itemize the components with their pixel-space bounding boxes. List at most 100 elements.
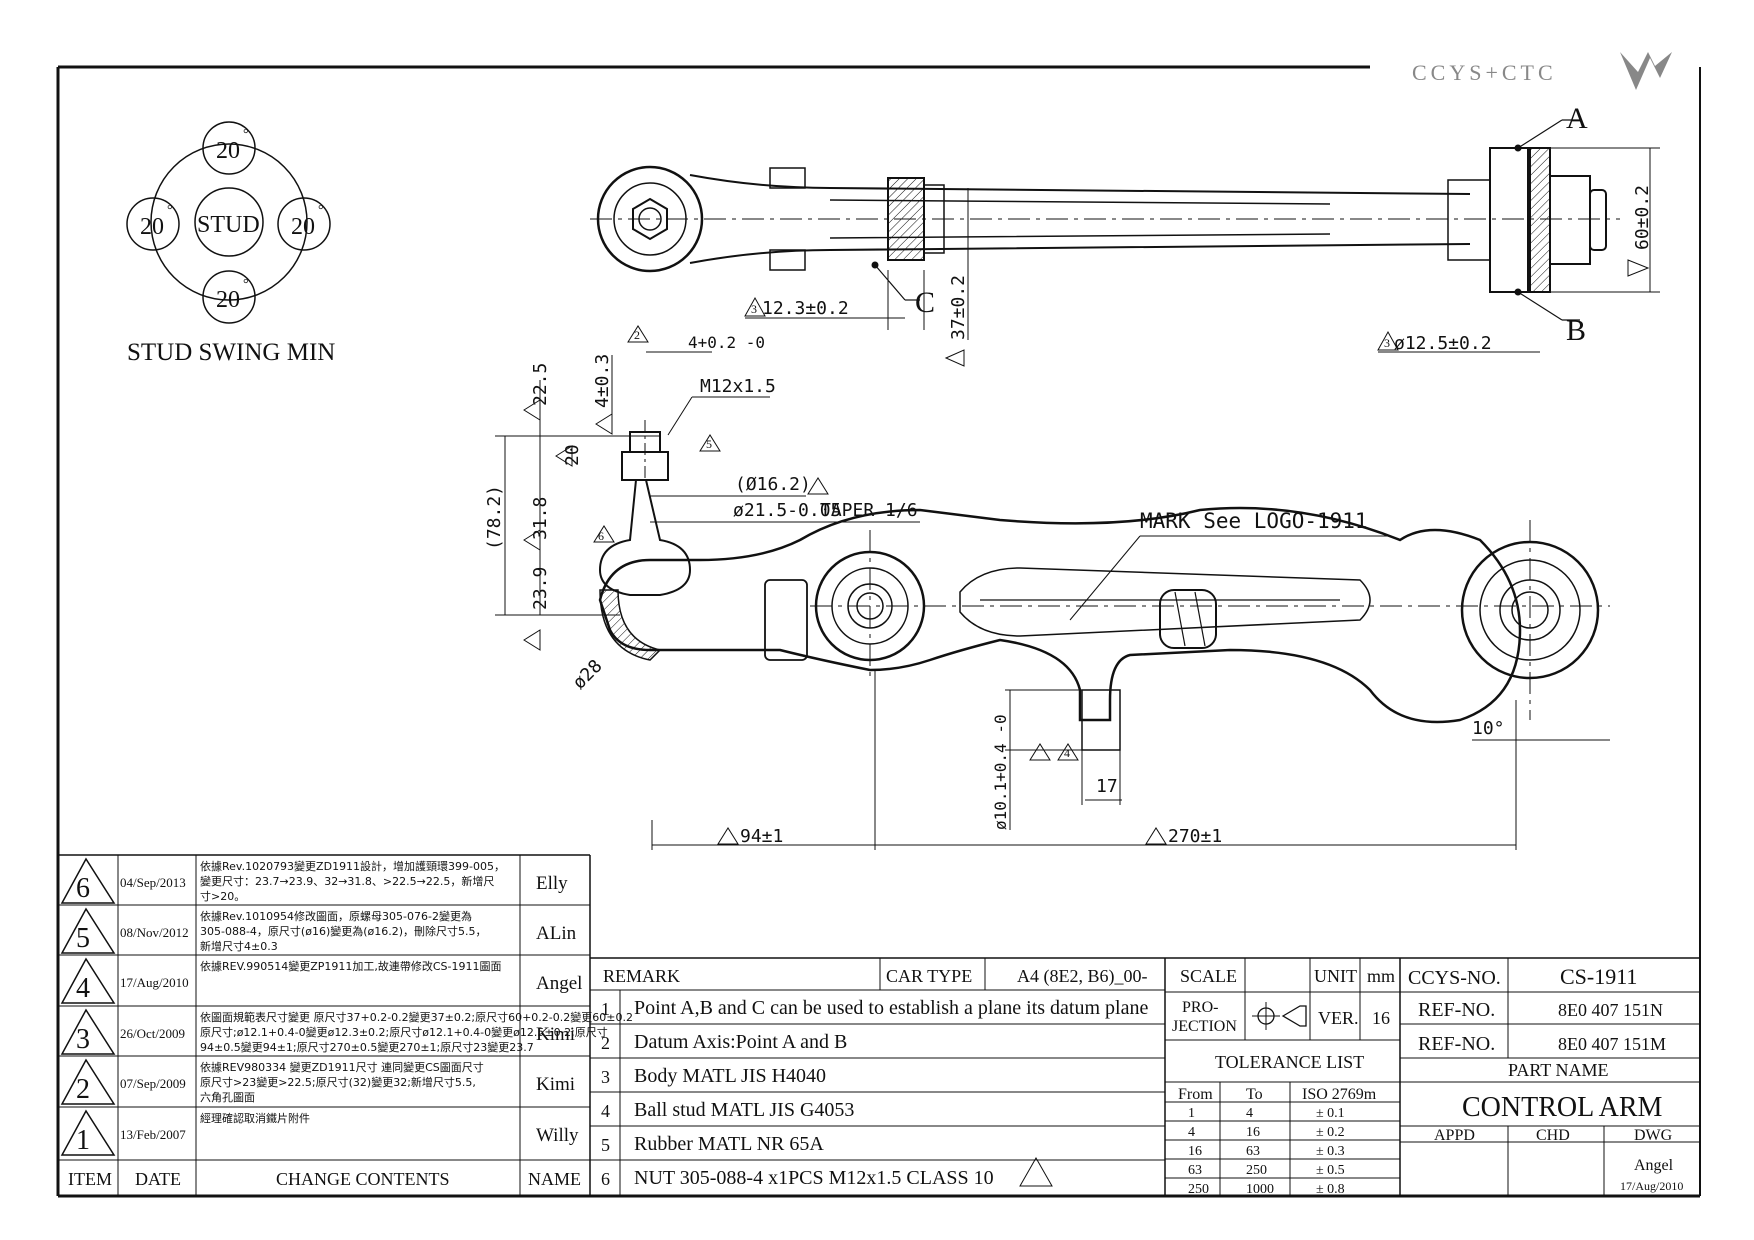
dim-16-2: (Ø16.2)	[735, 474, 811, 495]
swing-left-value: 20	[140, 214, 164, 240]
revision-number: 3	[76, 1024, 90, 1055]
dim-phi-12-5: ø12.5±0.2	[1394, 333, 1492, 354]
car-type-value: A4 (8E2, B6)_00-	[1017, 966, 1147, 987]
dim-78-2: (78.2)	[484, 485, 505, 550]
part-name-value: CONTROL ARM	[1462, 1092, 1663, 1123]
remark-title: REMARK	[603, 966, 680, 986]
revision-author: Angel	[536, 973, 582, 994]
revision-triangle-icon	[60, 957, 116, 1004]
point-c-label: C	[915, 286, 935, 319]
drawing-border	[56, 65, 1701, 1198]
rev-header-date: DATE	[135, 1169, 181, 1189]
swing-top-degree: °	[243, 127, 249, 142]
tol-value: ± 0.1	[1316, 1106, 1345, 1121]
dim-12-3: 12.3±0.2	[762, 298, 849, 319]
ver-label: VER.	[1318, 1008, 1359, 1028]
dwg-date: 17/Aug/2010	[1620, 1179, 1683, 1193]
tol-from: 250	[1188, 1182, 1209, 1197]
dim-21-5: ø21.5-0.05	[733, 500, 841, 521]
remark-number: 2	[601, 1033, 610, 1053]
dwg-label: DWG	[1634, 1127, 1673, 1144]
remark-number: 1	[601, 999, 610, 1019]
revision-date: 08/Nov/2012	[120, 925, 189, 940]
remark-number: 6	[601, 1169, 610, 1189]
revision-triangle-icon	[60, 857, 116, 904]
projection-symbol-icon	[1252, 1002, 1307, 1030]
ref2-label: REF-NO.	[1418, 1033, 1495, 1055]
unit-label: UNIT	[1314, 966, 1357, 986]
tol-iso-label: ISO 2769m	[1302, 1086, 1377, 1103]
revision-date: 07/Sep/2009	[120, 1076, 186, 1091]
revision-date: 17/Aug/2010	[120, 975, 189, 990]
ver-value: 16	[1372, 1008, 1390, 1028]
revision-content-line: 原尺寸>23變更>22.5;原尺寸(32)變更32;新增尺寸5.5,	[200, 1075, 476, 1089]
marker-2: 2	[634, 328, 640, 342]
revision-author: Elly	[536, 873, 568, 894]
tol-value: ± 0.5	[1316, 1163, 1345, 1178]
revision-content-line: 六角孔圖面	[200, 1091, 255, 1104]
remark-text: Rubber MATL NR 65A	[634, 1133, 824, 1155]
tol-from: 63	[1188, 1163, 1202, 1178]
rev-header-item: ITEM	[68, 1169, 112, 1189]
remark-text: Datum Axis:Point A and B	[634, 1031, 847, 1053]
dim-m12: M12x1.5	[700, 376, 776, 397]
marker-5: 5	[706, 437, 712, 451]
dwg-name: Angel	[1634, 1157, 1674, 1174]
info-block: SCALE UNIT mm PRO- JECTION VER. 16 TOLER…	[1165, 958, 1401, 1197]
point-a-label: A	[1566, 102, 1588, 135]
revision-author: Kimi	[536, 1074, 575, 1095]
swing-bottom-value: 20	[216, 287, 240, 313]
revision-date: 04/Sep/2013	[120, 875, 186, 890]
remark-number: 4	[601, 1101, 610, 1121]
dim-28: ø28	[569, 656, 607, 694]
top-view: A B C 60±0.2 12.3±0.2 37±0.2 ø12.5±0.2	[590, 102, 1660, 367]
dim-22-5: 22.5	[530, 363, 551, 406]
stud-swing-diagram: 20 20 20 20 ° ° ° ° STUD STUD SWING MIN	[126, 121, 335, 366]
scale-label: SCALE	[1180, 966, 1237, 986]
revision-date: 13/Feb/2007	[120, 1127, 186, 1142]
dim-60: 60±0.2	[1632, 185, 1653, 250]
revision-content-line: 新增尺寸4±0.3	[200, 939, 278, 953]
marker-6: 6	[598, 529, 604, 543]
revision-number: 2	[76, 1074, 90, 1105]
revision-triangle-icon	[60, 1058, 116, 1105]
dim-4-0-3: 4±0.3	[592, 354, 613, 408]
part-name-label: PART NAME	[1508, 1060, 1608, 1080]
tol-value: ± 0.2	[1316, 1125, 1345, 1140]
remark-text: NUT 305-088-4 x1PCS M12x1.5 CLASS 10	[634, 1167, 994, 1189]
revision-content-line: 依據REV980334 變更ZD1911尺寸 連同變更CS圖面尺寸	[200, 1060, 484, 1074]
dim-31-8: 31.8	[530, 497, 551, 540]
tolerance-title: TOLERANCE LIST	[1215, 1052, 1364, 1072]
dim-37: 37±0.2	[948, 275, 969, 340]
revision-triangle-icon	[60, 907, 116, 954]
chd-label: CHD	[1536, 1127, 1570, 1144]
side-view: (78.2) 22.5 31.8 23.9 4±0.3 20 4+0.2 -0 …	[484, 325, 1610, 850]
swing-bottom-degree: °	[243, 277, 249, 292]
revision-content-line: 原尺寸;ø12.1+0.4-0變更ø12.3±0.2;原尺寸ø12.1+0.4-…	[200, 1025, 608, 1039]
projection-label-2: JECTION	[1172, 1018, 1237, 1035]
revision-content-line: 94±0.5變更94±1;原尺寸270±0.5變更270±1;原尺寸23變更23…	[200, 1040, 534, 1054]
tol-to: 63	[1246, 1144, 1260, 1159]
revision-number: 1	[76, 1125, 90, 1156]
remark-text: Ball stud MATL JIS G4053	[634, 1099, 854, 1121]
point-b-label: B	[1566, 314, 1586, 347]
ccys-label: CCYS-NO.	[1408, 967, 1501, 989]
remark-number: 5	[601, 1135, 610, 1155]
tol-value: ± 0.3	[1316, 1144, 1345, 1159]
bushing-ab-section	[1527, 147, 1551, 293]
revision-author: Willy	[536, 1125, 579, 1146]
tol-to: 16	[1246, 1125, 1260, 1140]
title-block: CCYS-NO. CS-1911 REF-NO. 8E0 407 151N RE…	[1400, 958, 1700, 1196]
swing-center-label: STUD	[197, 212, 260, 238]
dim-17: 17	[1096, 776, 1118, 797]
tol-to-label: To	[1246, 1086, 1263, 1103]
revision-content-line: 305-088-4，原尺寸(ø16)變更為(ø16.2)，刪除尺寸5.5，	[200, 924, 487, 938]
appd-label: APPD	[1434, 1127, 1475, 1144]
tol-to: 250	[1246, 1163, 1267, 1178]
remark-number: 3	[601, 1067, 610, 1087]
dim-10-deg: 10°	[1472, 718, 1505, 739]
rev-header-name: NAME	[528, 1169, 581, 1189]
